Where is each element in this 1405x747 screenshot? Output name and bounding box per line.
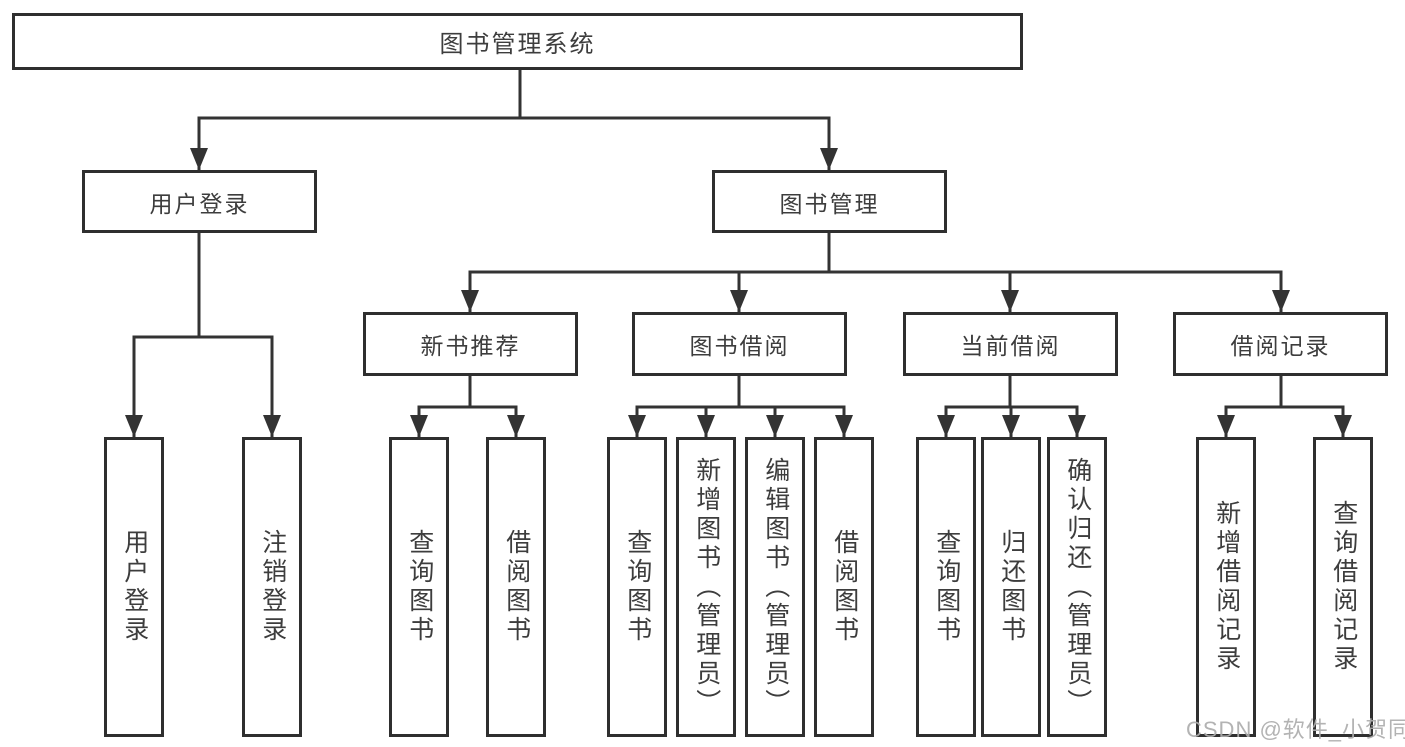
leaf-borrow-book-2: 借阅图书	[814, 437, 874, 737]
node-user-login: 用户登录	[82, 170, 317, 233]
leaf-query-book-3: 查询图书	[916, 437, 976, 737]
leaf-borrow-book-1: 借阅图书	[486, 437, 546, 737]
node-new-book-recommend: 新书推荐	[363, 312, 578, 376]
leaf-add-book-admin: 新增图书（管理员）	[676, 437, 736, 737]
node-book-management: 图书管理	[712, 170, 947, 233]
node-borrow-record: 借阅记录	[1173, 312, 1388, 376]
leaf-logout: 注销登录	[242, 437, 302, 737]
leaf-return-book: 归还图书	[981, 437, 1041, 737]
leaf-add-borrow-record: 新增借阅记录	[1196, 437, 1256, 737]
node-library-system: 图书管理系统	[12, 13, 1023, 70]
leaf-query-book-1: 查询图书	[389, 437, 449, 737]
leaf-user-login: 用户登录	[104, 437, 164, 737]
leaf-edit-book-admin: 编辑图书（管理员）	[745, 437, 805, 737]
leaf-query-borrow-record: 查询借阅记录	[1313, 437, 1373, 737]
watermark: CSDN @软件_小贺同学	[1186, 717, 1405, 742]
leaf-query-book-2: 查询图书	[607, 437, 667, 737]
leaf-confirm-return-admin: 确认归还（管理员）	[1047, 437, 1107, 737]
node-current-borrow: 当前借阅	[903, 312, 1118, 376]
node-book-borrow: 图书借阅	[632, 312, 847, 376]
